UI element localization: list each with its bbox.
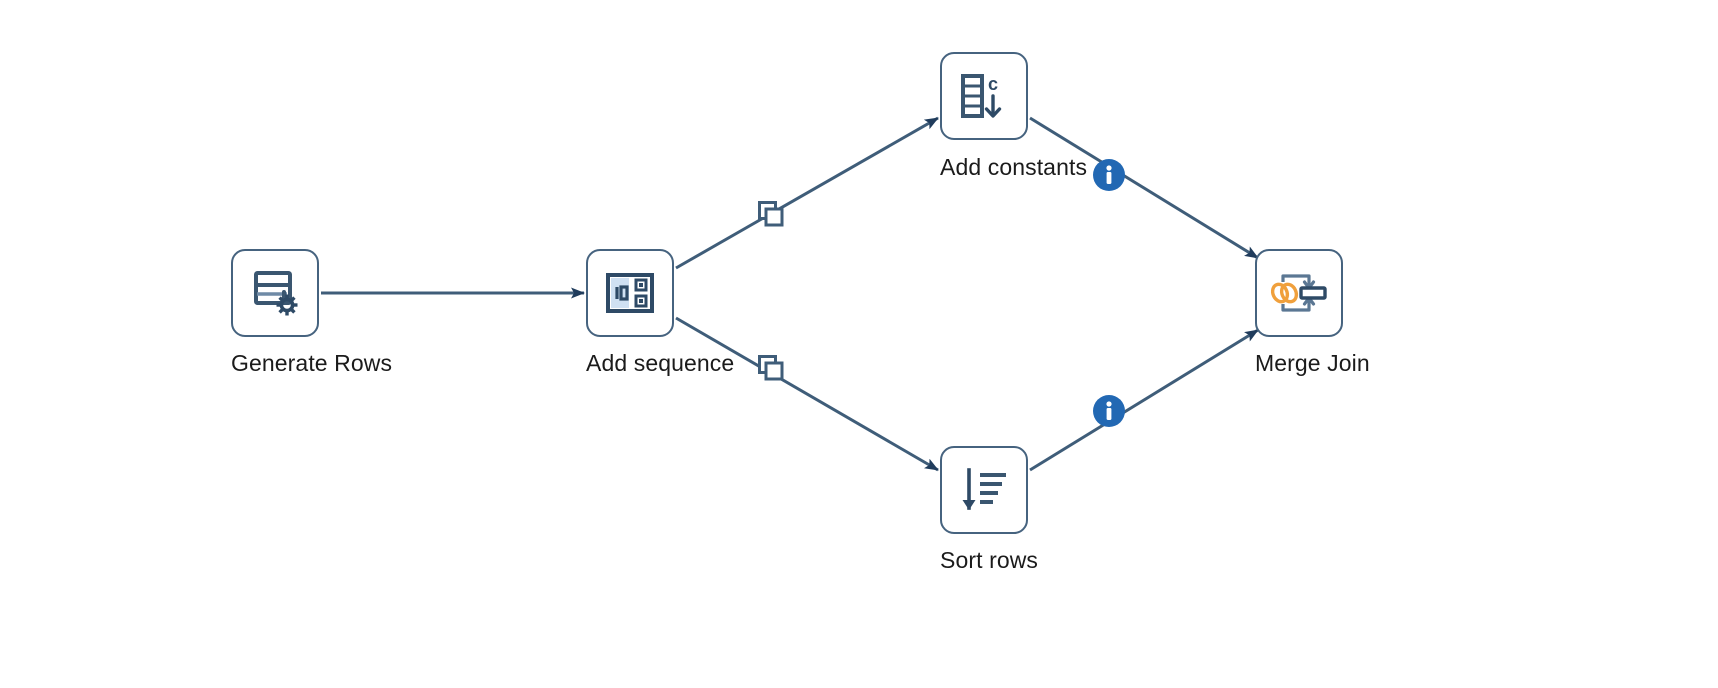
node-label-add-constants: Add constants <box>940 154 1088 180</box>
table-gear-icon <box>246 264 304 322</box>
hop-sort-rows-to-merge-join[interactable] <box>1029 328 1259 472</box>
copy-icon <box>756 355 786 387</box>
hop-line <box>675 116 939 270</box>
merge-join-link-icon <box>1269 265 1329 321</box>
hop-line <box>675 316 939 472</box>
copy-icon <box>756 201 786 233</box>
node-add-constants[interactable]: c <box>940 52 1028 140</box>
node-generate-rows[interactable] <box>231 249 319 337</box>
info-icon <box>1092 395 1126 432</box>
info-badge-lower[interactable] <box>1092 394 1126 428</box>
info-icon <box>1092 159 1126 196</box>
hop-line <box>1029 328 1259 472</box>
sequence-table-icon <box>602 265 658 321</box>
copy-marker-upper[interactable] <box>756 199 786 229</box>
node-sort-rows[interactable] <box>940 446 1028 534</box>
constant-letter: c <box>988 74 998 94</box>
constants-column-icon: c <box>955 68 1013 124</box>
info-badge-upper[interactable] <box>1092 158 1126 192</box>
node-label-generate-rows: Generate Rows <box>231 350 393 376</box>
node-label-sort-rows: Sort rows <box>940 547 1039 573</box>
sort-descending-icon <box>956 462 1012 518</box>
node-merge-join[interactable] <box>1255 249 1343 337</box>
copy-marker-lower[interactable] <box>756 353 786 383</box>
node-label-add-sequence: Add sequence <box>586 350 735 376</box>
hop-add-sequence-to-add-constants[interactable] <box>675 116 939 270</box>
node-add-sequence[interactable] <box>586 249 674 337</box>
hop-line <box>1029 116 1259 260</box>
hop-add-sequence-to-sort-rows[interactable] <box>675 316 939 472</box>
node-label-merge-join: Merge Join <box>1255 350 1370 376</box>
hop-add-constants-to-merge-join[interactable] <box>1029 116 1259 260</box>
